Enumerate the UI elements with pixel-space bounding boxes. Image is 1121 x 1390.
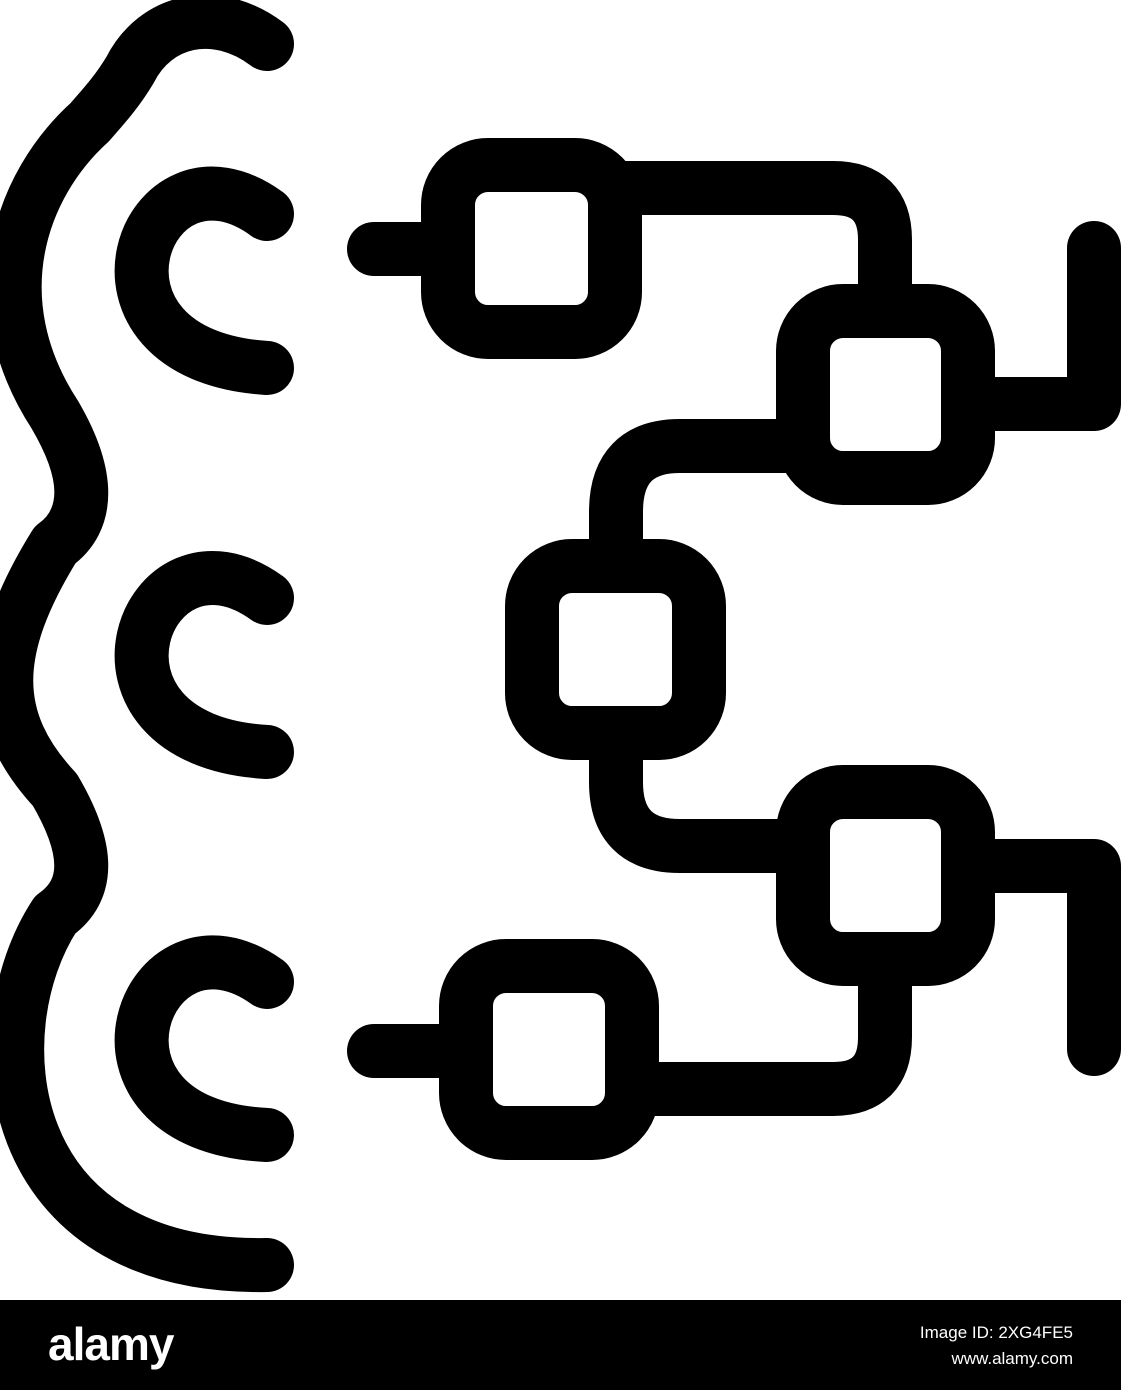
- node-box: [776, 765, 995, 986]
- watermark-footer: alamy Image ID: 2XG4FE5 www.alamy.com: [0, 1300, 1121, 1390]
- node-box: [439, 939, 659, 1160]
- footer-meta: Image ID: 2XG4FE5 www.alamy.com: [920, 1320, 1073, 1372]
- site-url-text: www.alamy.com: [951, 1349, 1073, 1368]
- image-id-text: Image ID: 2XG4FE5: [919, 1323, 1073, 1342]
- connector-line: [589, 419, 830, 593]
- c-shape-top: [114, 166, 294, 395]
- c-shape-middle: [114, 551, 294, 779]
- node-box: [505, 539, 726, 760]
- curly-brace: [0, 0, 294, 1293]
- connector-line: [588, 161, 912, 339]
- connector-line: [589, 705, 830, 873]
- connector-line: [941, 221, 1121, 431]
- node-box: [776, 284, 995, 505]
- connector-line: [941, 839, 1121, 1076]
- c-shape-bottom: [114, 935, 294, 1162]
- tree-diagram-icon: [0, 0, 1121, 1293]
- brand-logo: alamy: [48, 1318, 174, 1370]
- connector-line: [605, 931, 912, 1116]
- node-box: [421, 138, 642, 359]
